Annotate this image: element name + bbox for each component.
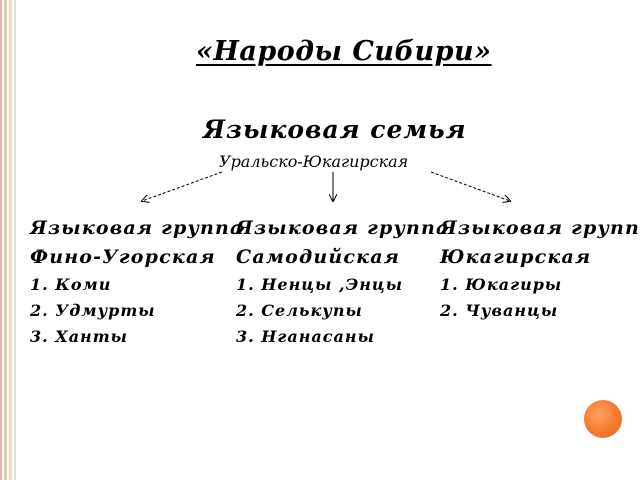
group-heading: Языковая группа bbox=[440, 217, 640, 239]
list-item: 3. Нганасаны bbox=[236, 327, 375, 346]
list-item: 1. Ненцы ,Энцы bbox=[236, 275, 404, 294]
list-item: 1. Коми bbox=[30, 275, 112, 294]
decorative-side-stripes bbox=[0, 0, 20, 480]
list-item: 2. Удмурты bbox=[30, 301, 156, 320]
orange-circle-decoration bbox=[584, 400, 622, 438]
list-item: 2. Селькупы bbox=[236, 301, 363, 320]
list-item: 3. Ханты bbox=[30, 327, 128, 346]
group-heading: Языковая группа bbox=[30, 217, 244, 239]
group-column-yukaghir: Языковая группа Юкагирская 1. Юкагиры 2.… bbox=[440, 214, 640, 324]
language-family-heading: Языковая семья bbox=[203, 115, 467, 144]
list-item: 2. Чуванцы bbox=[440, 301, 559, 320]
group-heading: Языковая группа bbox=[236, 217, 450, 239]
language-family-name: Уральско-Юкагирская bbox=[219, 152, 409, 171]
peoples-list: 1. Юкагиры 2. Чуванцы bbox=[440, 272, 640, 324]
peoples-list: 1. Ненцы ,Энцы 2. Селькупы 3. Нганасаны bbox=[236, 272, 450, 350]
group-name: Фино-Угорская bbox=[30, 246, 216, 268]
arrow-to-group-3 bbox=[430, 171, 510, 201]
peoples-list: 1. Коми 2. Удмурты 3. Ханты bbox=[30, 272, 244, 350]
list-item: 1. Юкагиры bbox=[440, 275, 563, 294]
group-column-samoyedic: Языковая группа Самодийская 1. Ненцы ,Эн… bbox=[236, 214, 450, 350]
arrow-to-group-1 bbox=[142, 171, 223, 201]
group-name: Юкагирская bbox=[440, 246, 592, 268]
group-name: Самодийская bbox=[236, 246, 401, 268]
group-column-finno-ugric: Языковая группа Фино-Угорская 1. Коми 2.… bbox=[30, 214, 244, 350]
slide-title: «Народы Сибири» bbox=[196, 36, 492, 67]
